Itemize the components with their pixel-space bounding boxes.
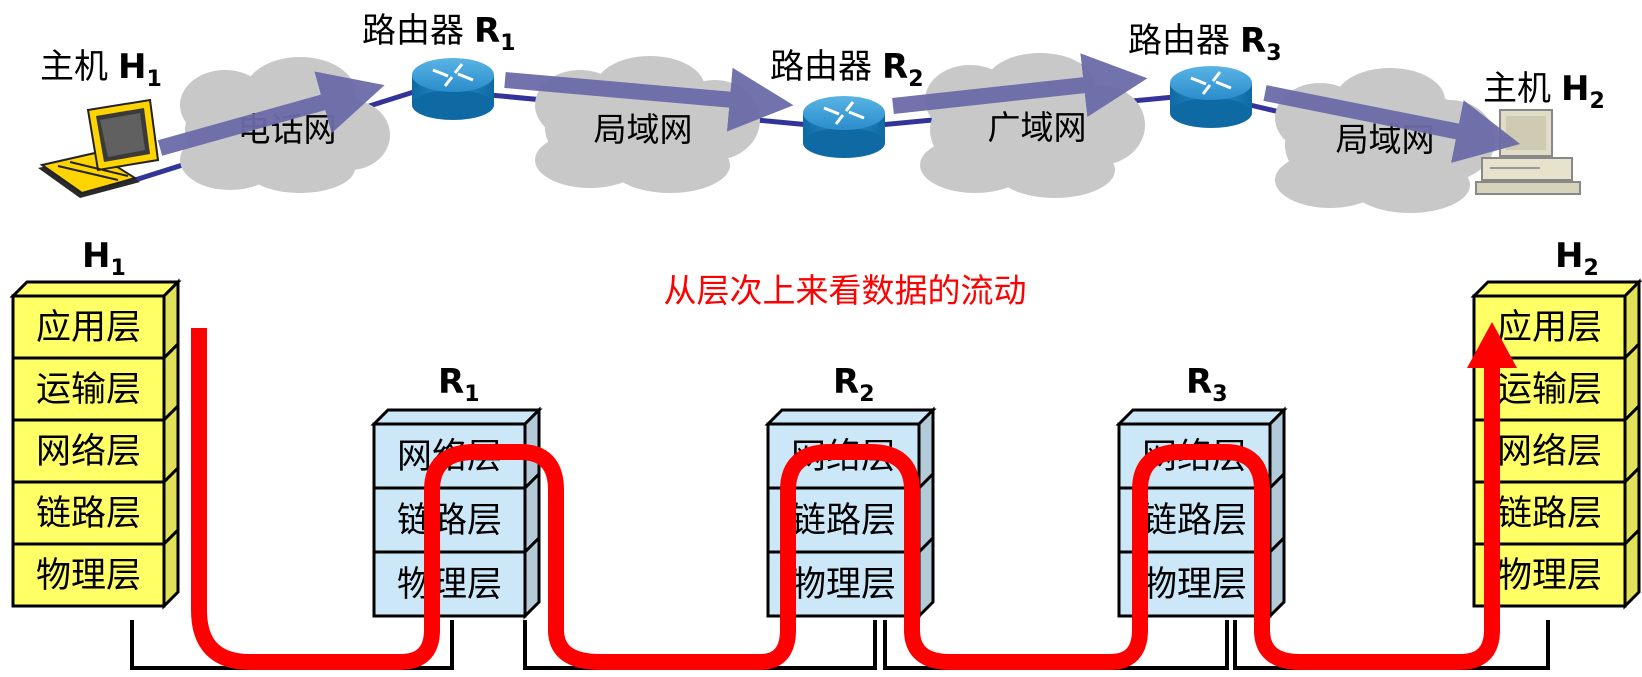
cloud-label-lan-1: 局域网 [594,110,693,149]
layer-label: 运输层 [1497,370,1602,410]
layer-label: 链路层 [791,501,896,541]
layer-label: 网络层 [36,432,141,472]
laptop-icon [38,98,160,198]
layer-label: 应用层 [36,308,141,348]
layer-cell [11,542,166,608]
layer-cell [11,356,166,422]
layer-label: 物理层 [1142,565,1247,605]
stack-label-h1: H1 [82,236,126,281]
layer-label: 物理层 [1497,556,1602,596]
stack-label-r2: R2 [833,362,875,407]
layer-cell [11,418,166,484]
layer-label: 应用层 [1497,308,1602,348]
router-icon-r2 [803,96,885,158]
layer-label: 链路层 [1142,501,1247,541]
stack-label-h2: H2 [1555,236,1599,281]
data-flow-arrowhead [1467,322,1517,368]
layer-label: 网络层 [1497,432,1602,472]
layer-label: 运输层 [36,370,141,410]
diagram-caption: 从层次上来看数据的流动 [664,271,1027,310]
layer-label: 链路层 [1497,494,1602,534]
router-icon-r3 [1170,66,1252,128]
layer-label: 链路层 [397,501,502,541]
layer-label: 链路层 [36,494,141,534]
stack-label-r1: R1 [438,362,480,407]
layer-label: 物理层 [397,565,502,605]
router-icon-r1 [412,58,494,120]
stack-label-r3: R3 [1186,362,1228,407]
data-flow-path [191,328,1500,670]
layer-label: 物理层 [36,556,141,596]
cloud-label-wan: 广域网 [988,108,1087,147]
layer-cell [11,480,166,546]
data-flow-arrows-top [157,53,1521,163]
cloud-telephone-network [180,57,390,193]
layer-label: 物理层 [791,565,896,605]
layer-cell [372,550,527,618]
layer-cell [11,294,166,360]
